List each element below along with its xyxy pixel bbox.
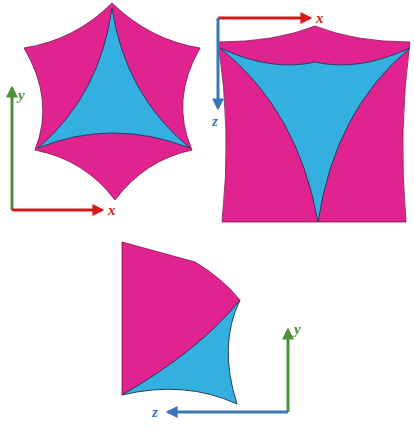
axis-label: x bbox=[108, 203, 116, 218]
magenta-surface bbox=[218, 26, 410, 222]
z-axis bbox=[217, 18, 220, 108]
cyan-surface bbox=[220, 48, 410, 222]
axis-label: y bbox=[18, 88, 25, 103]
axis-label: x bbox=[316, 11, 324, 26]
axis-triads bbox=[12, 18, 310, 412]
cyan-surface bbox=[38, 8, 190, 148]
axis-label: z bbox=[152, 405, 158, 420]
x-axis bbox=[218, 17, 310, 20]
front-view bbox=[24, 3, 200, 200]
z-axis bbox=[168, 411, 288, 414]
axis-label: y bbox=[294, 322, 301, 337]
y-axis bbox=[11, 88, 14, 210]
x-axis bbox=[12, 209, 102, 212]
axis-label: z bbox=[212, 114, 218, 129]
y-axis bbox=[287, 330, 290, 412]
side-view bbox=[122, 242, 240, 404]
magenta-surface bbox=[24, 3, 200, 200]
top-view bbox=[218, 26, 410, 222]
cyan-surface bbox=[122, 300, 240, 404]
